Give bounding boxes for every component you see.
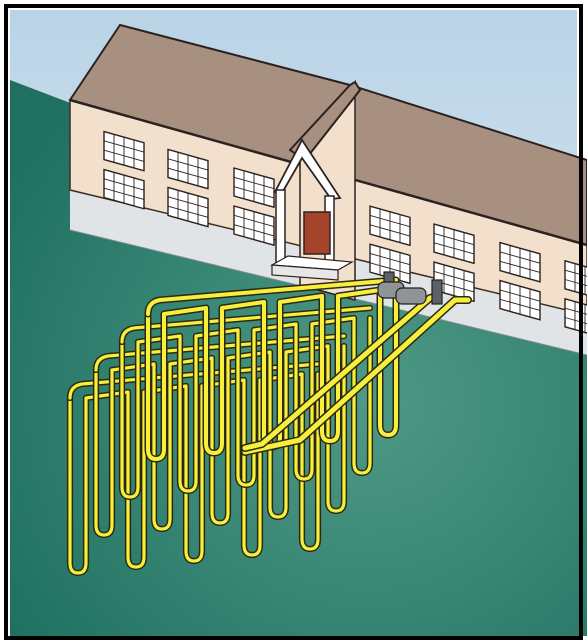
return-riser [432,280,442,304]
portico-column-left [276,190,285,268]
heat-pump-right [396,288,426,304]
entrance-door [304,212,330,254]
